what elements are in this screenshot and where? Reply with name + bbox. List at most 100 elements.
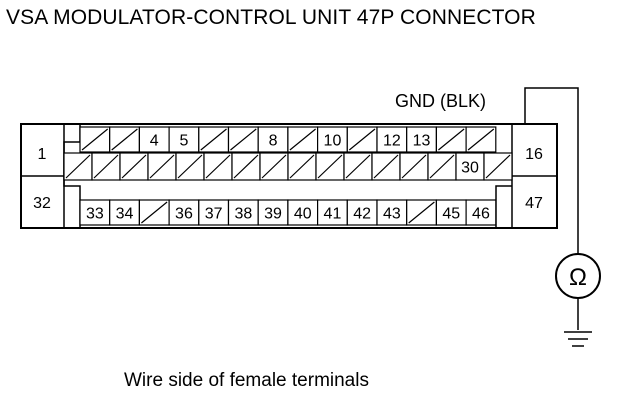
pin-number: 4 [150, 133, 159, 150]
pin-number: 30 [461, 160, 479, 177]
unused-cavity-slash [467, 128, 495, 151]
bottom-pin-37: 37 [198, 199, 230, 226]
unused-cavity-slash [205, 154, 231, 179]
ground-probe-wire [524, 87, 579, 254]
pin-number: 42 [353, 206, 371, 223]
middle-empty-cavity [175, 152, 205, 181]
pin-number: 46 [472, 206, 490, 223]
middle-empty-cavity [287, 152, 317, 181]
pin-number: 36 [175, 206, 193, 223]
middle-empty-cavity [259, 152, 289, 181]
bottom-pin-39: 39 [257, 199, 289, 226]
unused-cavity-slash [230, 128, 257, 151]
bottom-pin-40: 40 [287, 199, 319, 226]
unused-cavity-slash [289, 128, 316, 151]
pin-number: 40 [294, 206, 312, 223]
unused-cavity-slash [233, 154, 259, 179]
unused-cavity-slash [485, 154, 511, 179]
diagram-title: VSA MODULATOR-CONTROL UNIT 47P CONNECTOR [6, 6, 536, 29]
bottom-empty-cavity [138, 199, 170, 226]
unused-cavity-slash [177, 154, 203, 179]
middle-empty-cavity [203, 152, 233, 181]
pin-number: 5 [179, 133, 188, 150]
unused-cavity-slash [438, 128, 465, 151]
ohm-symbol: Ω [569, 264, 587, 291]
pin-label-32: 32 [33, 195, 51, 212]
top-empty-cavity [227, 126, 259, 153]
bottom-pin-38: 38 [227, 199, 259, 226]
unused-cavity-slash [111, 128, 138, 151]
middle-empty-cavity [371, 152, 401, 181]
unused-cavity-slash [93, 154, 119, 179]
pin-number: 37 [205, 206, 223, 223]
pin-row-top: 4 5 8 10 12 13 [79, 126, 497, 153]
top-pin-8: 8 [257, 126, 289, 153]
pin-number: 41 [324, 206, 342, 223]
top-empty-cavity [435, 126, 467, 153]
pin-row-bottom: 33 34 36 37 38 39 40 41 42 43 45 46 [79, 199, 497, 226]
unused-cavity-slash [65, 154, 91, 179]
unused-cavity-slash [373, 154, 399, 179]
middle-empty-cavity [399, 152, 429, 181]
top-pin-10: 10 [317, 126, 348, 153]
top-empty-cavity [465, 126, 497, 153]
middle-empty-cavity [483, 152, 513, 181]
bottom-pin-45: 45 [435, 199, 467, 226]
pin-label-1: 1 [38, 146, 47, 163]
middle-empty-cavity [147, 152, 177, 181]
middle-empty-cavity [343, 152, 373, 181]
top-empty-cavity [79, 126, 111, 153]
ground-label: GND (BLK) [395, 91, 486, 111]
middle-empty-cavity [119, 152, 149, 181]
bottom-pin-42: 42 [346, 199, 378, 226]
top-empty-cavity [346, 126, 378, 153]
top-pin-5: 5 [168, 126, 200, 153]
middle-empty-cavity [91, 152, 121, 181]
top-empty-cavity [198, 126, 230, 153]
middle-empty-cavity [315, 152, 345, 181]
bottom-pin-33: 33 [79, 199, 111, 226]
bottom-empty-cavity [406, 199, 438, 226]
middle-pin-30: 30 [455, 152, 485, 181]
bottom-pin-46: 46 [465, 199, 497, 226]
top-empty-cavity [287, 126, 319, 153]
unused-cavity-slash [261, 154, 287, 179]
top-pin-12: 12 [376, 126, 408, 153]
unused-cavity-slash [401, 154, 427, 179]
unused-cavity-slash [289, 154, 315, 179]
unused-cavity-slash [149, 154, 175, 179]
top-pin-13: 13 [406, 126, 438, 153]
pin-label-16: 16 [525, 146, 543, 163]
unused-cavity-slash [408, 201, 435, 224]
unused-cavity-slash [317, 154, 343, 179]
ground-symbol-icon [564, 331, 592, 347]
unused-cavity-slash [200, 128, 227, 151]
pin-number: 45 [442, 206, 460, 223]
pin-row-middle: 30 [63, 152, 513, 181]
unused-cavity-slash [345, 154, 371, 179]
diagram-caption: Wire side of female terminals [124, 370, 369, 391]
top-empty-cavity [109, 126, 140, 153]
unused-cavity-slash [348, 128, 376, 151]
middle-empty-cavity [231, 152, 261, 181]
pin-number: 38 [234, 206, 252, 223]
unused-cavity-slash [429, 154, 455, 179]
pin-number: 33 [86, 206, 104, 223]
pin-number: 8 [269, 133, 278, 150]
bottom-pin-43: 43 [376, 199, 408, 226]
pin-number: 12 [383, 133, 401, 150]
unused-cavity-slash [81, 128, 109, 151]
bottom-pin-41: 41 [317, 199, 348, 226]
pin-number: 10 [324, 133, 342, 150]
unused-cavity-slash [121, 154, 147, 179]
bottom-pin-34: 34 [109, 199, 140, 226]
bottom-pin-36: 36 [168, 199, 200, 226]
pin-number: 13 [413, 133, 431, 150]
top-pin-4: 4 [138, 126, 170, 153]
middle-empty-cavity [63, 152, 93, 181]
unused-cavity-slash [141, 201, 168, 224]
pin-number: 39 [264, 206, 282, 223]
middle-empty-cavity [427, 152, 457, 181]
pin-label-47: 47 [525, 195, 543, 212]
